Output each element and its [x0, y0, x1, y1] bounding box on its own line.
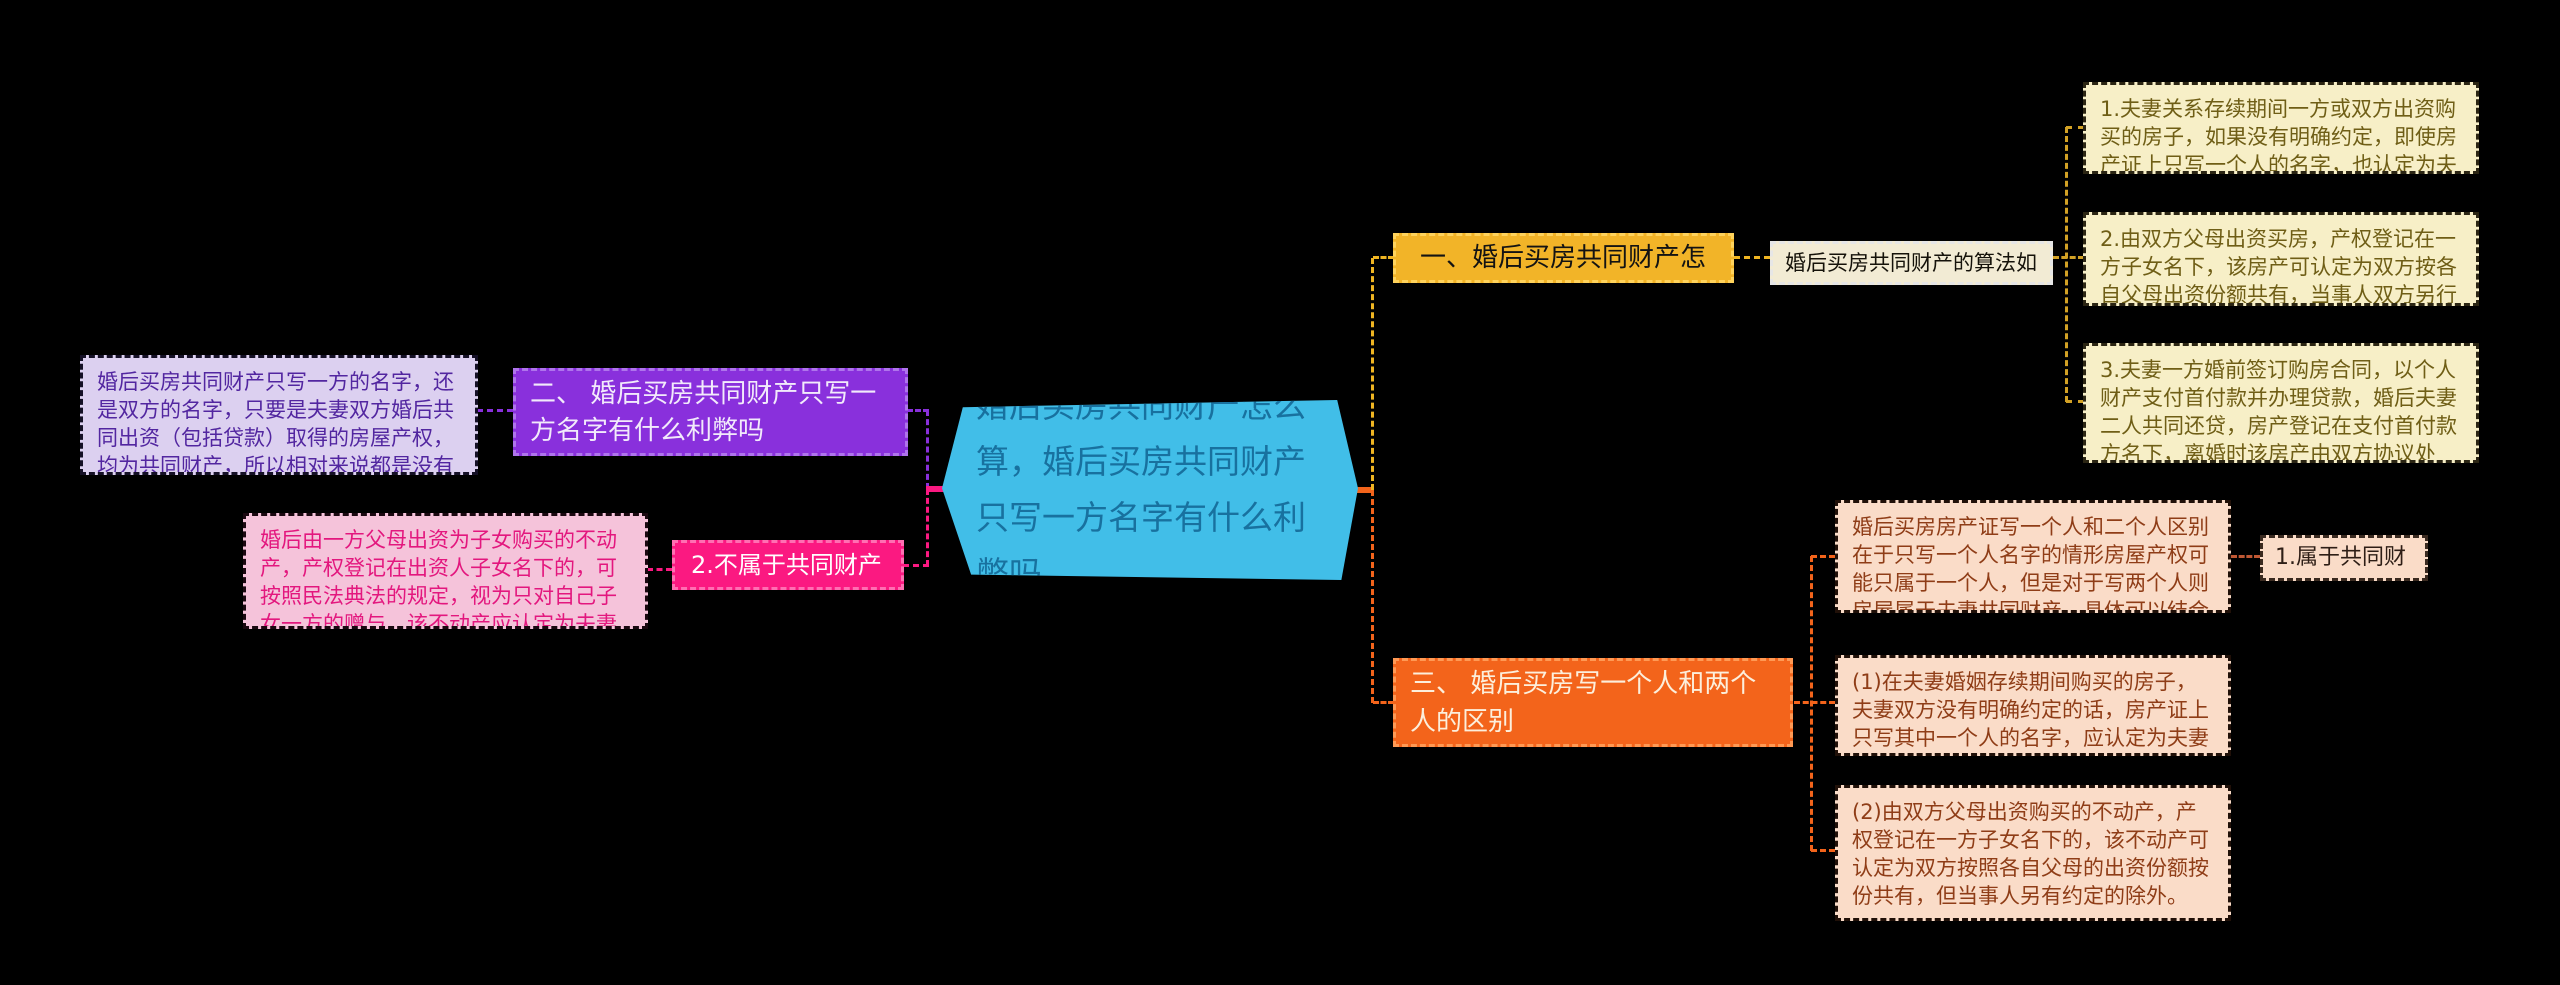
branch-three-overview[interactable]: 婚后买房房产证写一个人和二个人区别在于只写一个人名字的情形房屋产权可能只属于一个… — [1835, 500, 2231, 613]
branch-one-detail-2[interactable]: 2.由双方父母出资买房，产权登记在一方子女名下，该房产可认定为双方按各自父母出资… — [2083, 212, 2479, 306]
branch-three-detail-2-text: (2)由双方父母出资购买的不动产，产权登记在一方子女名下的，该不动产可认定为双方… — [1852, 800, 2209, 908]
branch-three-detail-2[interactable]: (2)由双方父母出资购买的不动产，产权登记在一方子女名下的，该不动产可认定为双方… — [1835, 785, 2231, 921]
connector-pink-note-to-node — [647, 568, 672, 571]
center-topic-label: 婚后买房共同财产怎么算，婚后买房共同财产只写一方名字有什么利弊吗 — [976, 400, 1306, 580]
connector-column-to-case-2 — [1811, 849, 1835, 852]
branch-one-detail-2-text: 2.由双方父母出资买房，产权登记在一方子女名下，该房产可认定为双方按各自父母出资… — [2100, 227, 2457, 306]
branch-one-detail-3[interactable]: 3.夫妻一方婚前签订购房合同，以个人财产支付首付款并办理贷款，婚后夫妻二人共同还… — [2083, 343, 2479, 463]
connector-column-to-detail-1 — [2066, 126, 2084, 129]
connector-left-spine-lower — [926, 489, 929, 566]
branch-one-detail-1-text: 1.夫妻关系存续期间一方或双方出资购买的房子，如果没有明确约定，即使房产证上只写… — [2100, 97, 2457, 174]
branch-three-detail-1[interactable]: (1)在夫妻婚姻存续期间购买的房子，夫妻双方没有明确约定的话，房产证上只写其中一… — [1835, 655, 2231, 756]
joint-property-tag-text: 1.属于共同财产的 — [2275, 545, 2406, 570]
branch-three-node[interactable]: 三、 婚后买房写一个人和两个人的区别 — [1393, 658, 1793, 747]
connector-column-to-overview — [1811, 555, 1835, 558]
connector-center-right-stub — [1352, 487, 1374, 493]
connector-subtopic-to-detail-2 — [2053, 256, 2084, 259]
connector-right-spine-upper — [1371, 258, 1374, 490]
branch-one-subtopic[interactable]: 婚后买房共同财产的算法如下： — [1770, 241, 2053, 285]
connector-center-left-stub — [926, 486, 957, 492]
branch-one-subtopic-label: 婚后买房共同财产的算法如下： — [1785, 251, 2037, 275]
center-topic-node[interactable]: 婚后买房共同财产怎么算，婚后买房共同财产只写一方名字有什么利弊吗 — [942, 400, 1358, 580]
connector-right-spine-lower — [1371, 490, 1374, 703]
connector-spine-to-branch-three — [1373, 701, 1394, 704]
branch-three-detail-1-text: (1)在夫妻婚姻存续期间购买的房子，夫妻双方没有明确约定的话，房产证上只写其中一… — [1852, 670, 2209, 750]
connector-note-to-branch-two — [477, 409, 513, 412]
branch-two-note-text: 婚后买房共同财产只写一方的名字，还是双方的名字，只要是夫妻双方婚后共同出资（包括… — [97, 370, 454, 475]
branch-one-detail-3-text: 3.夫妻一方婚前签订购房合同，以个人财产支付首付款并办理贷款，婚后夫妻二人共同还… — [2100, 358, 2457, 463]
connector-branch-one-column — [2065, 127, 2068, 402]
branch-two-note[interactable]: 婚后买房共同财产只写一方的名字，还是双方的名字，只要是夫妻双方婚后共同出资（包括… — [80, 355, 478, 475]
connector-not-joint-to-spine — [903, 564, 929, 567]
branch-one-detail-1[interactable]: 1.夫妻关系存续期间一方或双方出资购买的房子，如果没有明确约定，即使房产证上只写… — [2083, 82, 2479, 174]
branch-three-overview-text: 婚后买房房产证写一个人和二个人区别在于只写一个人名字的情形房屋产权可能只属于一个… — [1852, 515, 2209, 613]
connector-spine-to-branch-one — [1373, 256, 1394, 259]
not-joint-property-note[interactable]: 婚后由一方父母出资为子女购买的不动产，产权登记在出资人子女名下的，可按照民法典法… — [243, 513, 648, 629]
joint-property-tag[interactable]: 1.属于共同财产的 — [2260, 535, 2428, 581]
branch-three-label: 三、 婚后买房写一个人和两个人的区别 — [1410, 669, 1757, 737]
connector-branch-one-to-subtopic — [1734, 256, 1770, 259]
connector-branch-two-to-spine — [907, 409, 929, 412]
connector-column-to-case-1 — [1794, 701, 1835, 704]
branch-one-node[interactable]: 一、婚后买房共同财产怎么算 — [1393, 233, 1734, 283]
branch-two-label: 二、 婚后买房共同财产只写一方名字有什么利弊吗 — [530, 379, 877, 446]
branch-two-node[interactable]: 二、 婚后买房共同财产只写一方名字有什么利弊吗 — [513, 368, 908, 456]
connector-overview-to-tag — [2231, 555, 2260, 558]
not-joint-property-node[interactable]: 2.不属于共同财产的 — [672, 540, 904, 590]
connector-left-spine-upper — [926, 410, 929, 489]
branch-one-label: 一、婚后买房共同财产怎么算 — [1420, 243, 1707, 273]
connector-column-to-detail-3 — [2066, 400, 2084, 403]
not-joint-property-note-text: 婚后由一方父母出资为子女购买的不动产，产权登记在出资人子女名下的，可按照民法典法… — [260, 528, 617, 629]
not-joint-property-label: 2.不属于共同财产的 — [691, 551, 882, 579]
